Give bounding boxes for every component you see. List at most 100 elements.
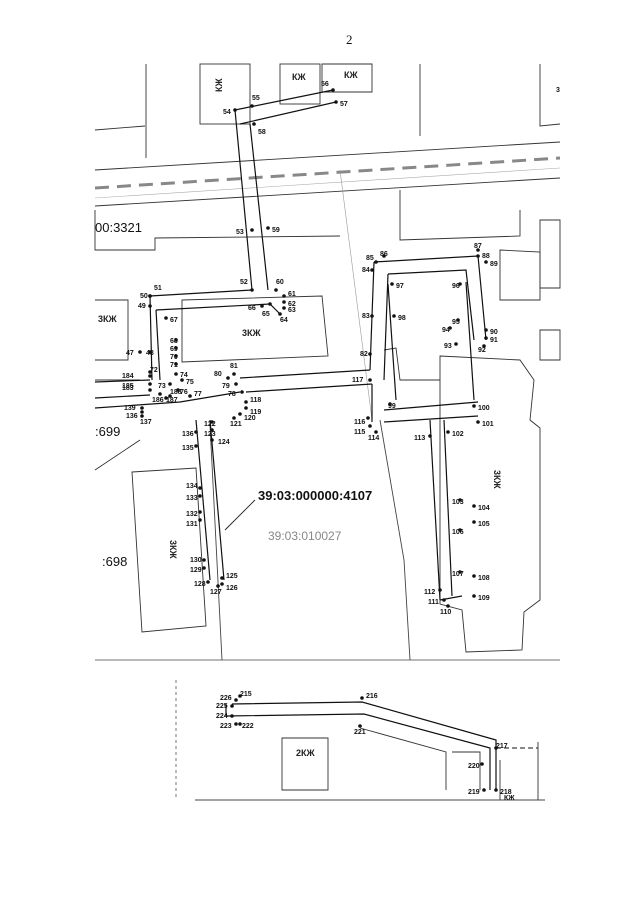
point-label: 226 <box>220 695 232 702</box>
boundary-point <box>176 388 180 392</box>
point-label: 50 <box>140 293 148 300</box>
boundary-point <box>232 416 236 420</box>
point-label: 94 <box>442 327 450 334</box>
boundary-point <box>174 362 178 366</box>
quarter-label: 39:03:010027 <box>268 529 342 543</box>
boundary-point <box>482 344 486 348</box>
boundary-point <box>240 390 244 394</box>
point-label: 215 <box>240 691 252 698</box>
boundary-point <box>260 304 264 308</box>
map-panel-bottom <box>175 680 545 801</box>
boundary-point <box>164 316 168 320</box>
point-label: 136 <box>182 431 194 438</box>
boundary-point <box>368 352 372 356</box>
boundary-point <box>268 302 272 306</box>
point-label: 130 <box>190 557 202 564</box>
point-label: 224 <box>216 713 228 720</box>
boundary-point <box>216 584 220 588</box>
point-label: 71 <box>170 362 178 369</box>
boundary-point <box>250 228 254 232</box>
point-label: 55 <box>252 95 260 102</box>
boundary-point <box>331 88 335 92</box>
parcel-label-3321: 00:3321 <box>95 220 142 235</box>
boundary-point <box>230 704 234 708</box>
point-label: 136 <box>126 413 138 420</box>
boundary-point <box>438 588 442 592</box>
boundary-point <box>168 382 172 386</box>
point-label: 126 <box>226 585 238 592</box>
boundary-point <box>484 328 488 332</box>
building-label: КЖ <box>344 70 358 80</box>
point-label: 70 <box>170 354 178 361</box>
boundary-point <box>174 346 178 350</box>
building-outline <box>279 63 321 105</box>
point-label: 75 <box>186 379 194 386</box>
boundary-point <box>138 350 142 354</box>
boundary-point <box>210 438 214 442</box>
boundary-point <box>458 498 462 502</box>
boundary-point <box>210 428 214 432</box>
boundary-point <box>476 248 480 252</box>
boundary-point <box>446 430 450 434</box>
point-label: 123 <box>204 431 216 438</box>
boundary-point <box>148 370 152 374</box>
point-label: 223 <box>220 723 232 730</box>
point-label: 92 <box>478 347 486 354</box>
point-label: 184 <box>122 373 134 380</box>
boundary-point <box>202 558 206 562</box>
boundary-point <box>494 746 498 750</box>
boundary-point <box>194 430 198 434</box>
boundary-point <box>368 378 372 382</box>
point-label: 217 <box>496 743 508 750</box>
boundary-point <box>392 314 396 318</box>
boundary-point <box>368 424 372 428</box>
map-labels: 00:3321 :699 :698 39:03:000000:4107 39:0… <box>95 70 560 802</box>
point-label: 109 <box>478 595 490 602</box>
point-label: 124 <box>218 439 230 446</box>
point-label: 185 <box>122 383 134 390</box>
parcel-label-698: :698 <box>102 554 127 569</box>
boundary-point <box>250 288 254 292</box>
point-label: 64 <box>280 317 288 324</box>
boundary-point <box>334 100 338 104</box>
boundary-point <box>472 574 476 578</box>
point-label: 129 <box>190 567 202 574</box>
boundary-point <box>448 326 452 330</box>
boundary-point <box>370 314 374 318</box>
point-label: 47 <box>126 350 134 357</box>
boundary-point <box>476 254 480 258</box>
boundary-point <box>382 254 386 258</box>
boundary-point <box>282 294 286 298</box>
point-label: 69 <box>170 346 178 353</box>
point-label: 113 <box>414 435 425 442</box>
boundary-point <box>238 722 242 726</box>
point-label: 49 <box>138 303 146 310</box>
boundary-point <box>198 510 202 514</box>
point-label: 80 <box>214 371 222 378</box>
point-label: 127 <box>210 589 222 596</box>
point-label: 117 <box>352 377 363 384</box>
boundary-point <box>220 582 224 586</box>
point-label: 98 <box>398 315 406 322</box>
boundary-point <box>484 260 488 264</box>
point-label: 221 <box>354 729 366 736</box>
point-label: 131 <box>186 521 198 528</box>
boundary-point <box>194 444 198 448</box>
point-label: 96 <box>452 283 460 290</box>
boundary-point <box>174 338 178 342</box>
boundary-point <box>188 394 192 398</box>
point-label: 125 <box>226 573 238 580</box>
boundary-point <box>234 698 238 702</box>
point-label: 73 <box>158 383 166 390</box>
point-label: 99 <box>388 403 396 410</box>
boundary-point <box>360 696 364 700</box>
point-label: 84 <box>362 267 370 274</box>
point-label: 120 <box>244 415 256 422</box>
point-label: 122 <box>204 421 216 428</box>
point-label: 74 <box>180 372 188 379</box>
building-label: 2КЖ <box>296 748 315 758</box>
boundary-point <box>282 306 286 310</box>
boundary-point <box>168 394 172 398</box>
